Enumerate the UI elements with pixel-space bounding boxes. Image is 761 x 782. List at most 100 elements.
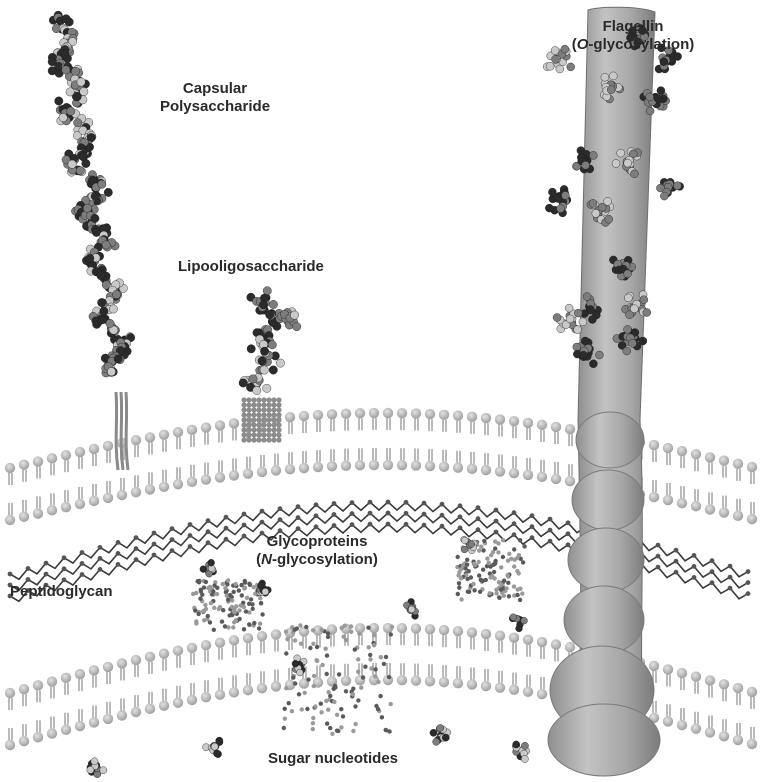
protein-residue	[389, 702, 393, 706]
protein-residue	[311, 642, 315, 646]
sugar-nucleotide-atom	[430, 729, 437, 736]
protein-residue	[493, 561, 497, 565]
inner-membrane-lipid-head	[117, 658, 127, 668]
outer-membrane-lipid-head	[663, 495, 673, 505]
outer-membrane-lipid-head	[285, 412, 295, 422]
inner-membrane-lipid-head	[691, 724, 701, 734]
protein-residue	[497, 596, 501, 600]
protein-residue	[242, 605, 246, 609]
protein-residue	[349, 630, 353, 634]
peptidoglycan-node	[494, 519, 499, 524]
los-lipid-a-bead	[256, 412, 261, 417]
protein-residue	[487, 561, 491, 565]
inner-membrane-lipid-head	[145, 704, 155, 714]
los-lipid-a-bead	[271, 417, 276, 422]
outer-membrane-lipid-head	[313, 410, 323, 420]
capsule-residue	[109, 305, 117, 313]
protein-residue	[337, 672, 341, 676]
protein-residue	[240, 593, 244, 597]
flagellin-glycan-residue	[548, 188, 556, 196]
protein-residue	[379, 655, 383, 659]
outer-membrane-lipid-head	[453, 463, 463, 473]
protein-residue	[507, 552, 511, 556]
inner-membrane-lipid-head	[691, 672, 701, 682]
protein-residue	[361, 675, 365, 679]
peptidoglycan-node	[98, 545, 103, 550]
protein-residue	[339, 707, 343, 711]
flagellin-glycan-residue	[552, 55, 560, 63]
protein-residue	[341, 714, 345, 718]
outer-membrane-lipid-head	[19, 512, 29, 522]
los-lipid-a-bead	[241, 427, 246, 432]
los-lipid-a-bead	[251, 432, 256, 437]
inner-membrane-lipid-head	[117, 710, 127, 720]
protein-residue	[494, 588, 498, 592]
flagellin-glycan-residue	[646, 107, 654, 115]
los-residue	[266, 311, 274, 319]
protein-residue	[369, 666, 373, 670]
protein-residue	[206, 614, 210, 618]
outer-membrane-lipid-head	[691, 449, 701, 459]
los-lipid-a-bead	[276, 427, 281, 432]
inner-membrane-lipid-head	[677, 668, 687, 678]
los-lipid-a-bead	[246, 432, 251, 437]
protein-residue	[237, 617, 241, 621]
flagellin-glycan-residue	[646, 93, 654, 101]
peptidoglycan-node	[386, 511, 391, 516]
outer-membrane-lipid-head	[481, 413, 491, 423]
outer-membrane-lipid-head	[705, 452, 715, 462]
los-lipid-a-bead	[251, 437, 256, 442]
protein-residue	[311, 716, 315, 720]
peptidoglycan-node	[134, 535, 139, 540]
sugar-nucleotide-atom	[91, 758, 98, 765]
protein-residue	[499, 565, 503, 569]
inner-membrane-lipid-head	[19, 736, 29, 746]
outer-membrane-lipid-head	[411, 460, 421, 470]
peptidoglycan-node	[476, 516, 481, 521]
sugar-nucleotide-atom	[213, 750, 220, 757]
flagellin-glycan-residue	[583, 293, 591, 301]
los-residue	[269, 300, 277, 308]
outer-membrane-lipid-head	[467, 412, 477, 422]
protein-residue	[284, 630, 288, 634]
outer-membrane-lipid-head	[495, 466, 505, 476]
protein-residue	[353, 647, 357, 651]
protein-residue	[457, 581, 461, 585]
protein-residue	[287, 701, 291, 705]
inner-membrane-lipid-head	[47, 728, 57, 738]
peptidoglycan-node	[692, 553, 697, 558]
peptidoglycan-node	[332, 501, 337, 506]
inner-membrane-lipid-head	[131, 655, 141, 665]
peptidoglycan-node	[80, 572, 85, 577]
protein-residue	[242, 586, 246, 590]
sugar-nucleotide-atom	[521, 742, 528, 749]
inner-membrane-lipid-head	[61, 725, 71, 735]
outer-membrane-lipid-head	[33, 508, 43, 518]
protein-residue	[204, 607, 208, 611]
protein-residue	[517, 571, 521, 575]
outer-membrane-lipid-head	[145, 484, 155, 494]
protein-residue	[481, 568, 485, 572]
inner-membrane-lipid-head	[19, 684, 29, 694]
los-lipid-a-bead	[271, 432, 276, 437]
outer-membrane-lipid-head	[565, 424, 575, 434]
outer-membrane-lipid-head	[103, 493, 113, 503]
inner-membrane-lipid-head	[649, 661, 659, 671]
outer-membrane-lipid-head	[5, 515, 15, 525]
protein-residue	[367, 645, 371, 649]
protein-residue	[221, 582, 225, 586]
inner-membrane-lipid-head	[271, 629, 281, 639]
los-lipid-a-bead	[261, 432, 266, 437]
protein-residue	[230, 605, 234, 609]
protein-residue	[293, 638, 297, 642]
protein-residue	[259, 601, 263, 605]
los-lipid-a-bead	[266, 432, 271, 437]
peptidoglycan-node	[242, 512, 247, 517]
glycoprotein-glycan-residue	[521, 617, 528, 624]
peptidoglycan-node	[260, 520, 265, 525]
peptidoglycan-node	[656, 554, 661, 559]
los-residue	[263, 384, 271, 392]
los-lipid-a-bead	[266, 397, 271, 402]
peptidoglycan-node	[188, 544, 193, 549]
flagellin-glycan-residue	[607, 86, 615, 94]
